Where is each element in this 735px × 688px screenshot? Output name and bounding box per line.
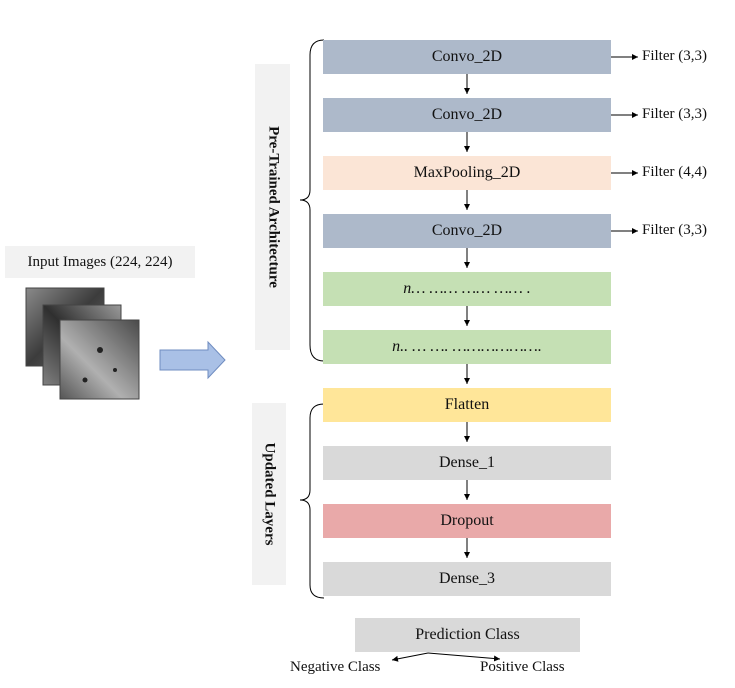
layer-dense-3: Dense_3 — [323, 562, 611, 596]
prediction-class-box: Prediction Class — [355, 618, 580, 652]
pretrained-architecture-label: Pre-Trained Architecture — [265, 126, 281, 288]
layer-flatten: Flatten — [323, 388, 611, 422]
layer-placeholder-2: n.. … …. ………………. — [323, 330, 611, 364]
filter-label-1: Filter (3,3) — [642, 48, 707, 64]
updated-layers-panel: Updated Layers — [252, 403, 286, 585]
input-photo-3 — [59, 319, 140, 400]
pretrained-brace — [299, 39, 325, 362]
layer-placeholder-1: n… …… …… …… . — [323, 272, 611, 306]
layer-convo-2d-2: Convo_2D — [323, 98, 611, 132]
layer-dense-1: Dense_1 — [323, 446, 611, 480]
layer-convo-2d-3: Convo_2D — [323, 214, 611, 248]
filter-label-2: Filter (3,3) — [642, 106, 707, 122]
updated-layers-label: Updated Layers — [261, 442, 278, 546]
pretrained-architecture-panel: Pre-Trained Architecture — [255, 64, 290, 350]
layer-convo-2d-1: Convo_2D — [323, 40, 611, 74]
prediction-arrows — [391, 652, 501, 662]
filter-label-3: Filter (4,4) — [642, 164, 707, 180]
input-images-label: Input Images (224, 224) — [5, 246, 195, 278]
positive-class-label: Positive Class — [480, 659, 565, 675]
filter-label-4: Filter (3,3) — [642, 222, 707, 238]
negative-class-label: Negative Class — [290, 659, 381, 675]
filter-arrows — [611, 54, 638, 234]
flow-arrow — [159, 340, 226, 380]
layer-maxpooling-2d: MaxPooling_2D — [323, 156, 611, 190]
layer-dropout: Dropout — [323, 504, 611, 538]
updated-brace — [299, 403, 325, 599]
